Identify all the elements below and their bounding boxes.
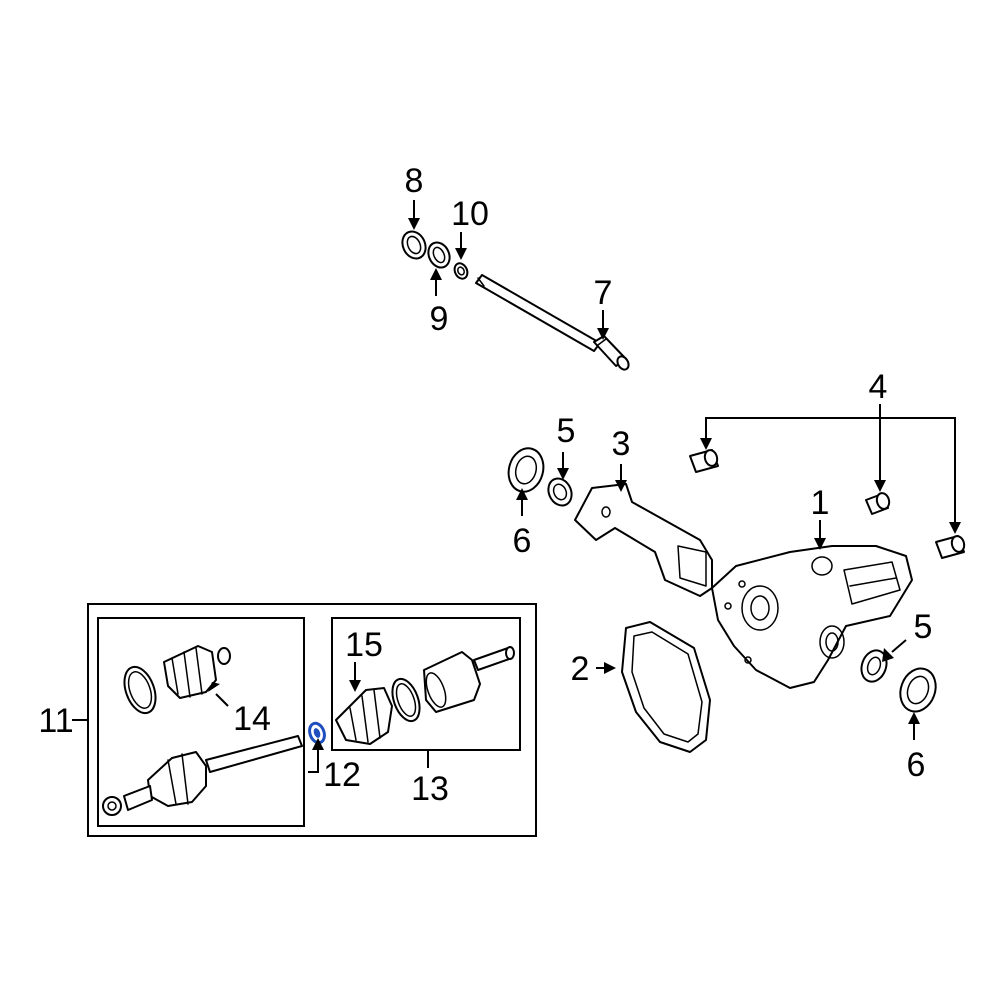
callout-10[interactable]: 10 (451, 195, 489, 233)
leader-6-right (908, 712, 920, 740)
callout-15[interactable]: 15 (345, 626, 383, 664)
callout-6-right[interactable]: 6 (907, 746, 926, 784)
callout-4[interactable]: 4 (869, 368, 888, 406)
shaft-box (97, 617, 305, 827)
callout-3[interactable]: 3 (612, 425, 631, 463)
clamp-ring-right[interactable] (387, 675, 425, 725)
callout-2[interactable]: 2 (571, 650, 590, 688)
bearing-part-5-right[interactable] (857, 647, 890, 685)
leader-6-left (516, 488, 528, 516)
retaining-ring-part-12-highlighted[interactable] (307, 721, 327, 745)
seal-part-8[interactable] (398, 228, 430, 263)
intermediate-shaft-part-7[interactable] (475, 274, 631, 372)
callout-6-left[interactable]: 6 (513, 522, 532, 560)
leader-2 (596, 662, 616, 674)
leader-7 (597, 310, 609, 340)
callout-9[interactable]: 9 (430, 300, 449, 338)
callout-1[interactable]: 1 (811, 484, 830, 522)
bearing-part-9[interactable] (424, 239, 453, 271)
leader-8 (408, 200, 420, 230)
callout-8[interactable]: 8 (405, 162, 424, 200)
clamp-ring-left[interactable] (119, 663, 162, 718)
leader-15 (349, 662, 361, 692)
leader-9 (430, 268, 442, 296)
joint-kit-box-13 (331, 617, 521, 751)
leader-5-right (882, 639, 907, 662)
bearing-part-5-left[interactable] (544, 475, 576, 510)
callout-7[interactable]: 7 (594, 274, 613, 312)
leader-14 (208, 682, 229, 707)
leader-4 (700, 404, 961, 534)
carrier-housing-part-1[interactable] (711, 545, 913, 689)
axle-tube-part-3[interactable] (574, 483, 713, 597)
cover-part-2[interactable] (621, 621, 711, 753)
leader-12 (308, 738, 324, 773)
seal-part-6-right[interactable] (895, 664, 942, 717)
boot-part-15[interactable] (335, 687, 393, 745)
leader-1 (814, 520, 826, 550)
callout-12[interactable]: 12 (323, 756, 361, 794)
bushing-part-4-c[interactable] (935, 535, 966, 559)
callout-11[interactable]: 11 (38, 702, 73, 740)
seal-part-6-left[interactable] (504, 444, 548, 495)
bushing-part-4-a[interactable] (689, 449, 719, 473)
leader-10 (455, 232, 467, 260)
axle-shaft-assembly[interactable] (102, 735, 303, 816)
boot-part-14[interactable] (163, 645, 231, 699)
callout-5-right[interactable]: 5 (914, 608, 933, 646)
leader-3 (615, 464, 627, 492)
callout-14[interactable]: 14 (233, 700, 271, 738)
callout-13[interactable]: 13 (411, 770, 449, 808)
leader-5-left (557, 452, 569, 480)
bushing-part-4-b[interactable] (865, 492, 891, 515)
snap-ring-part-10[interactable] (452, 261, 470, 281)
cv-joint-housing[interactable] (422, 646, 515, 713)
kit-box-11 (87, 603, 537, 837)
callout-5-left[interactable]: 5 (557, 412, 576, 450)
